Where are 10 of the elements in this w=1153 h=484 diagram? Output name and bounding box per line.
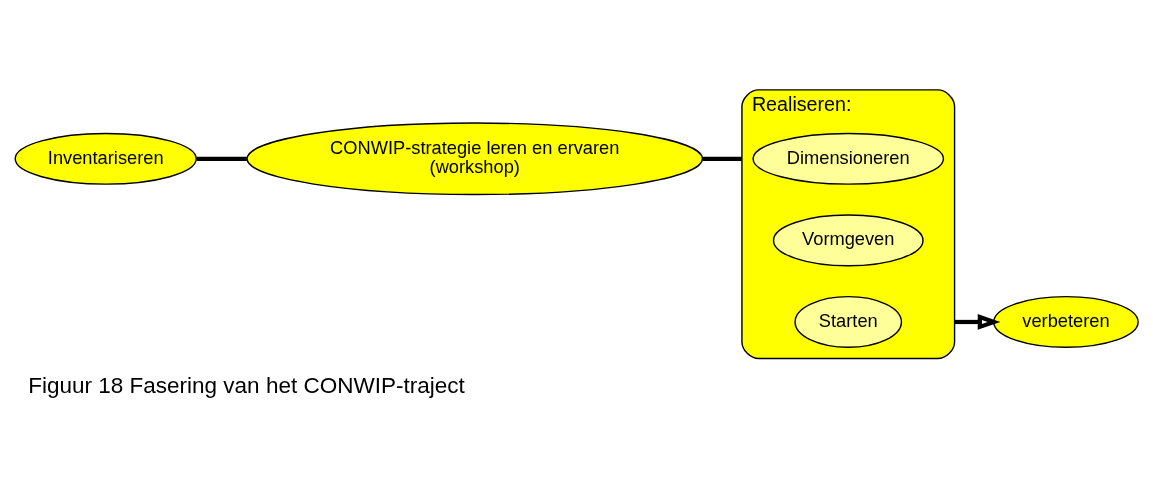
connector xyxy=(703,156,742,161)
node-ellipse: Starten xyxy=(794,295,903,348)
arrow xyxy=(954,313,1001,330)
node-ellipse: Dimensioneren xyxy=(752,132,945,185)
connector xyxy=(196,156,247,161)
caption: Figuur 18 Fasering van het CONWIP-traject xyxy=(28,372,465,398)
node-ellipse: Inventariseren xyxy=(14,132,197,185)
node-ellipse: CONWIP-strategie leren en ervaren (workshop) xyxy=(246,121,704,195)
node-ellipse: verbeteren xyxy=(993,295,1139,348)
node-ellipse: Vormgeven xyxy=(772,213,924,266)
